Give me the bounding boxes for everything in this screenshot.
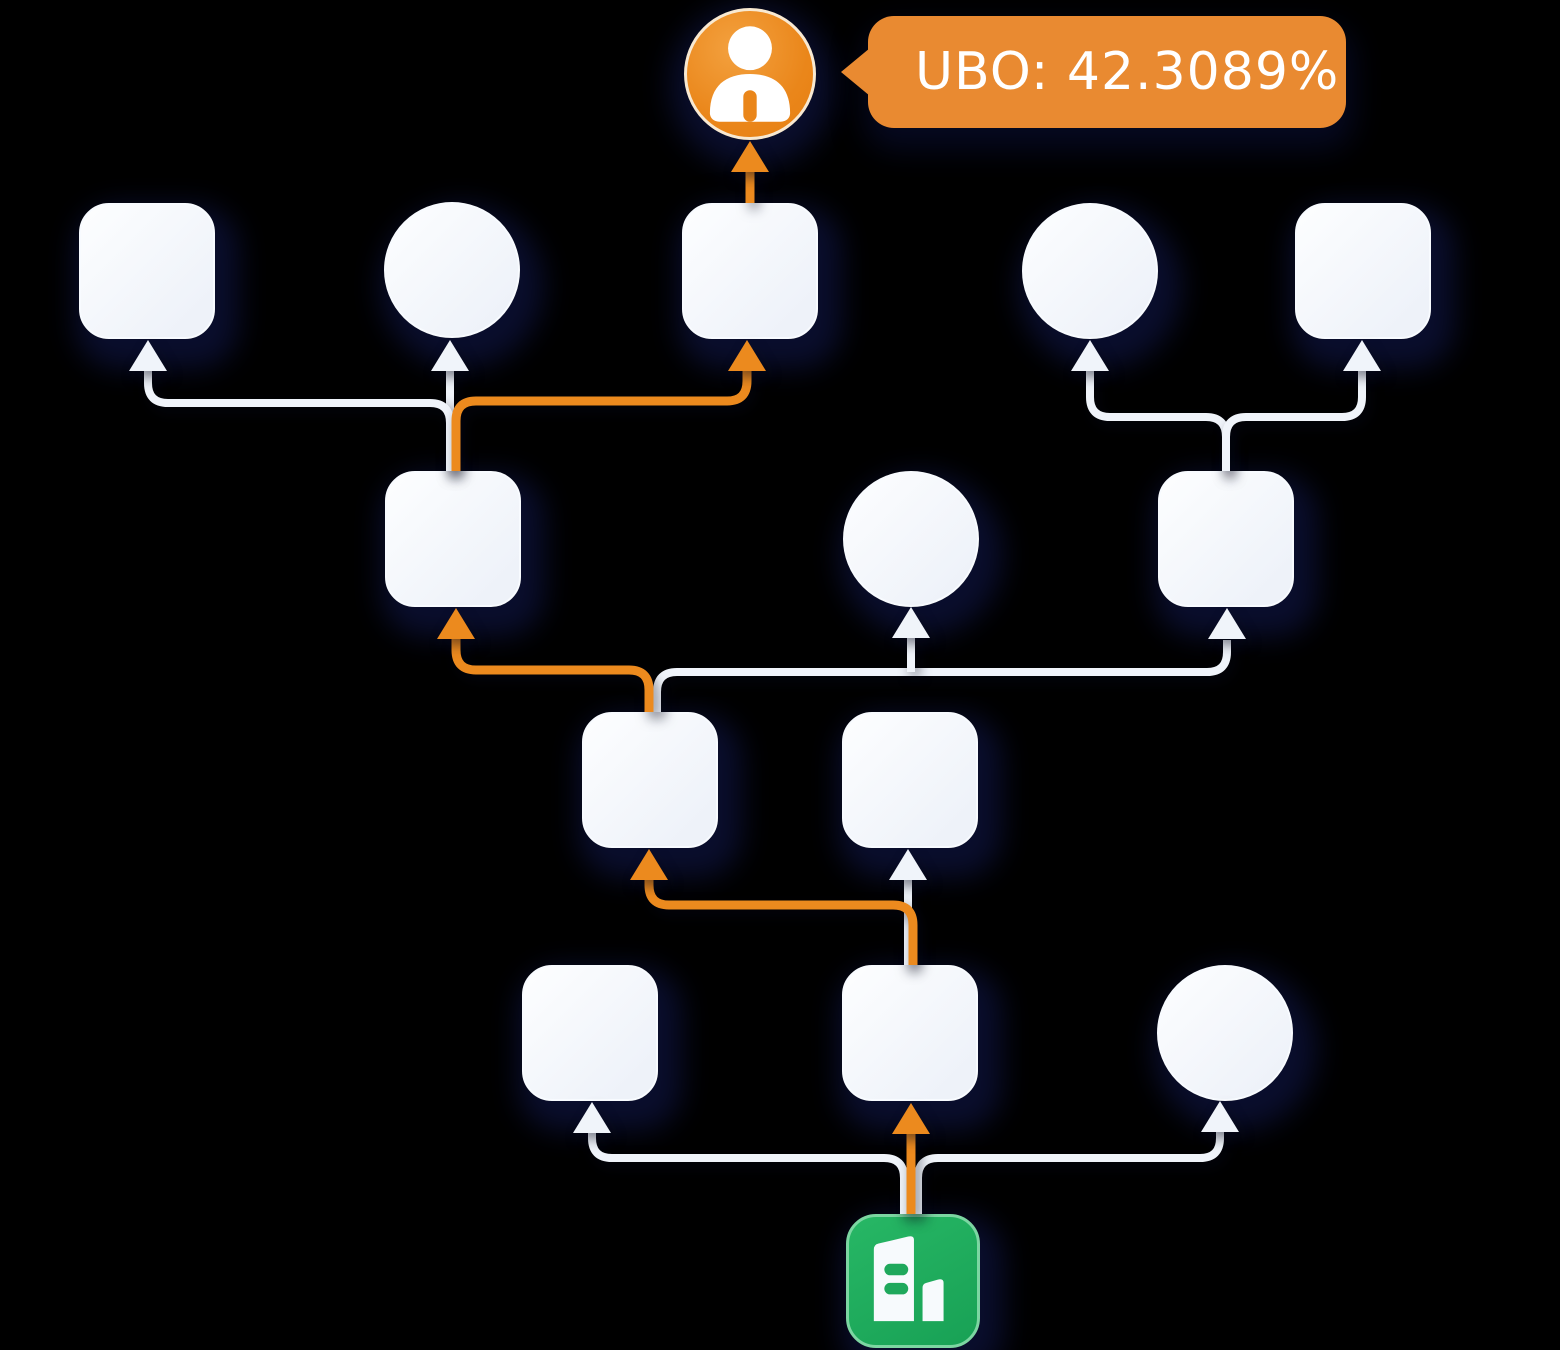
node-r2-3 — [1158, 471, 1294, 607]
edge-r2-3-to-r1-4 — [1086, 371, 1230, 471]
arrowhead-r2-1-to-r1-2 — [431, 340, 469, 371]
arrowhead-r1-3-to-ubo-person — [731, 141, 769, 172]
node-company — [846, 1214, 980, 1348]
node-r1-3 — [682, 203, 818, 339]
arrowhead-r4-2-to-r3-2 — [889, 849, 927, 880]
arrowhead-r2-3-to-r1-4 — [1071, 340, 1109, 371]
arrowhead-r4-2-to-r3-1 — [630, 849, 668, 880]
edge-r4-2-to-r3-1 — [644, 880, 918, 965]
building-icon — [873, 1236, 944, 1322]
node-r1-4 — [1022, 203, 1158, 339]
node-r1-5 — [1295, 203, 1431, 339]
node-r3-1 — [582, 712, 718, 848]
edge-r2-1-to-r1-3 — [451, 371, 752, 471]
arrowhead-r2-1-to-r1-3 — [728, 340, 766, 371]
node-r2-2 — [843, 471, 979, 607]
node-r1-2 — [384, 202, 520, 338]
arrowhead-r2-3-to-r1-5 — [1343, 340, 1381, 371]
node-r4-2 — [842, 965, 978, 1101]
edge-r3-1-to-r2-3 — [653, 640, 1231, 712]
edge-company-to-r4-1 — [588, 1133, 908, 1214]
node-ubo-person — [684, 8, 816, 140]
arrowhead-r3-1-to-r2-1 — [437, 608, 475, 639]
node-r3-2 — [842, 712, 978, 848]
person-icon — [709, 26, 791, 122]
arrowhead-r3-1-to-r2-2 — [892, 607, 930, 638]
node-r4-1 — [522, 965, 658, 1101]
edge-r2-1-to-r1-1 — [144, 371, 454, 471]
ubo-badge: UBO: 42.3089% — [841, 16, 1346, 128]
arrowhead-company-to-r4-2 — [892, 1103, 930, 1134]
node-r1-1 — [79, 203, 215, 339]
edge-r3-1-to-r2-1 — [451, 639, 654, 712]
arrowhead-company-to-r4-1 — [573, 1102, 611, 1133]
node-r2-1 — [385, 471, 521, 607]
edge-r2-3-to-r1-5 — [1222, 371, 1366, 471]
edge-company-to-r4-3 — [914, 1132, 1224, 1214]
node-r4-3 — [1157, 965, 1293, 1101]
badge-tail-icon — [841, 48, 870, 96]
arrowhead-company-to-r4-3 — [1201, 1101, 1239, 1132]
badge-label: UBO: 42.3089% — [915, 42, 1340, 102]
arrowhead-r2-1-to-r1-1 — [129, 340, 167, 371]
arrowhead-r3-1-to-r2-3 — [1208, 608, 1246, 639]
